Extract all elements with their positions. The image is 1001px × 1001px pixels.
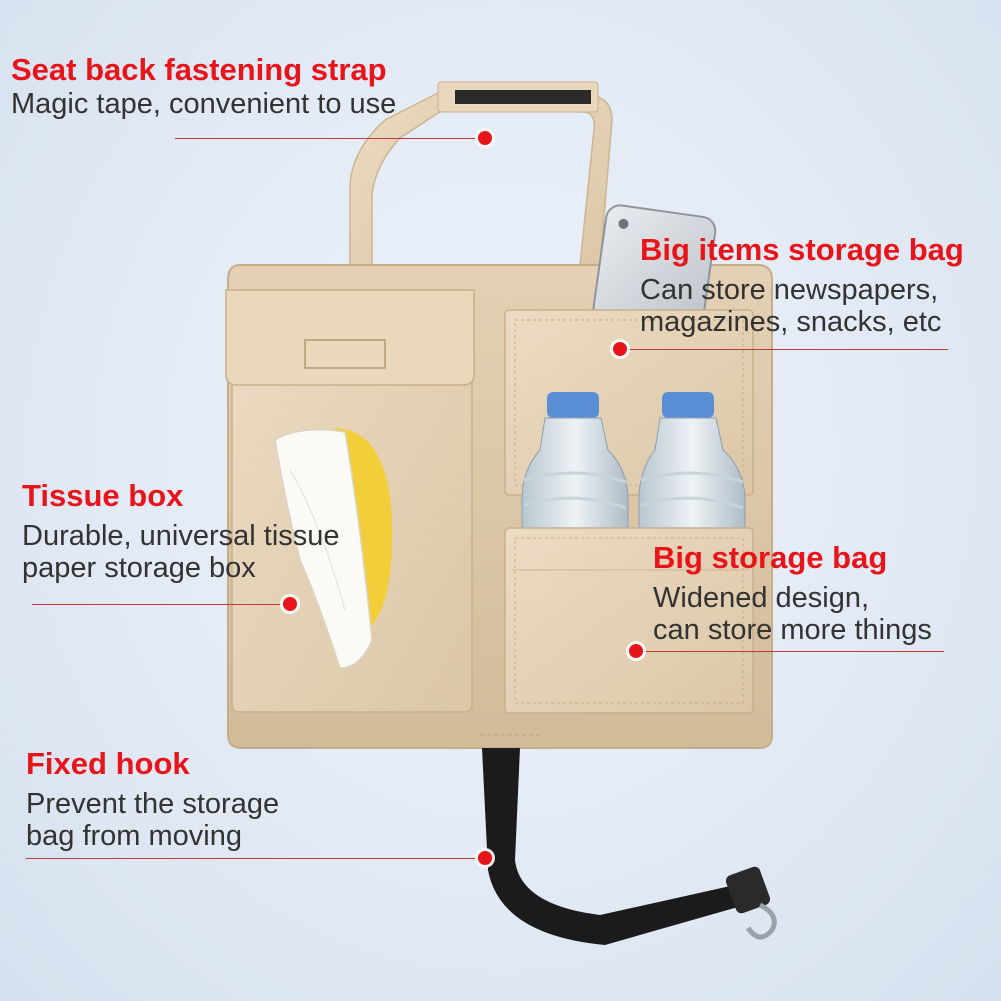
callout-big-items-title: Big items storage bag — [640, 232, 964, 267]
marker-dot-strap — [478, 131, 492, 145]
callout-hook-line-1: Prevent the storage — [26, 788, 280, 820]
callout-tissue-title: Tissue box — [22, 478, 184, 513]
leader-line-big-items — [620, 349, 948, 350]
water-bottles — [521, 392, 746, 531]
callout-strap-line-1: Magic tape, convenient to use — [11, 88, 397, 120]
marker-dot-hook — [478, 851, 492, 865]
callout-big-items: Big items storage bag Can store newspape… — [640, 232, 964, 338]
callout-big-storage-line-1: Widened design, — [653, 582, 870, 614]
callout-big-items-line-2: magazines, snacks, etc — [640, 306, 942, 338]
callout-big-storage: Big storage bag Widened design, can stor… — [653, 540, 932, 646]
callout-strap: Seat back fastening strap Magic tape, co… — [11, 52, 396, 120]
callout-big-storage-line-2: can store more things — [653, 614, 932, 646]
leader-line-big-storage — [636, 651, 944, 652]
marker-dot-big-storage — [629, 644, 643, 658]
leader-line-tissue — [32, 604, 290, 605]
callout-hook: Fixed hook Prevent the storage bag from … — [26, 746, 279, 852]
callout-big-storage-title: Big storage bag — [653, 540, 888, 575]
callout-hook-title: Fixed hook — [26, 746, 190, 781]
fixed-hook-strap — [482, 748, 777, 945]
callout-big-items-line-1: Can store newspapers, — [640, 274, 939, 306]
marker-dot-big-items — [613, 342, 627, 356]
leader-line-hook — [26, 858, 486, 859]
callout-tissue-line-2: paper storage box — [22, 552, 256, 584]
callout-strap-title: Seat back fastening strap — [11, 52, 387, 87]
fastening-strap — [349, 81, 613, 266]
callout-hook-line-2: bag from moving — [26, 820, 242, 852]
callout-tissue-line-1: Durable, universal tissue — [22, 520, 340, 552]
marker-dot-tissue — [283, 597, 297, 611]
leader-line-strap — [175, 138, 485, 139]
callout-tissue: Tissue box Durable, universal tissue pap… — [22, 478, 340, 584]
big-storage-pocket — [504, 527, 754, 714]
